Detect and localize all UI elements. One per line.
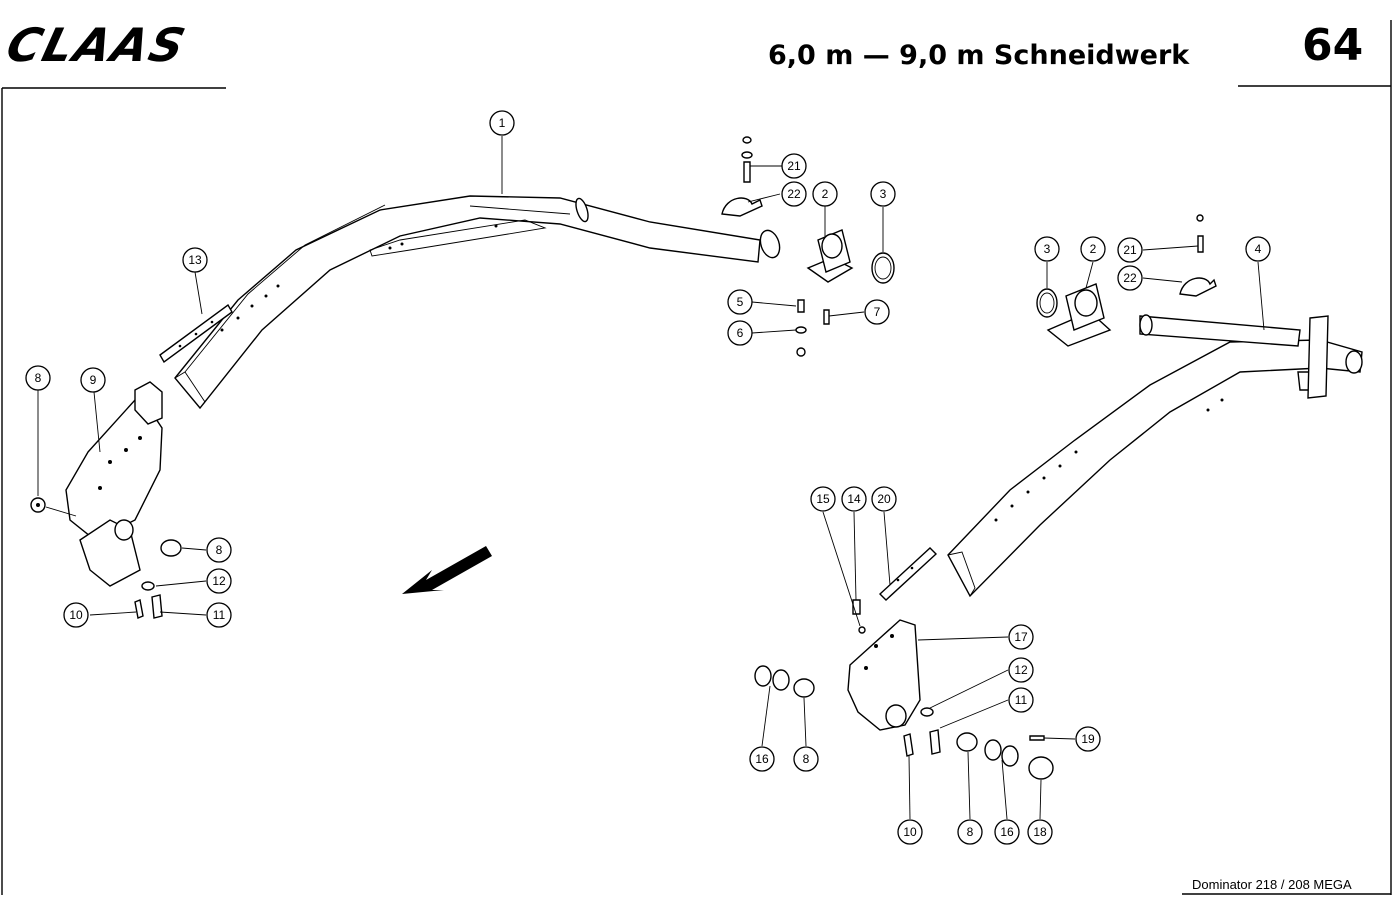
- svg-text:5: 5: [737, 295, 744, 309]
- callout-3: 3: [1034, 236, 1060, 262]
- svg-text:8: 8: [967, 825, 974, 839]
- callout-13: 13: [182, 247, 208, 273]
- callout-2: 2: [812, 181, 838, 207]
- bushings-rings: [754, 665, 1054, 780]
- page-number: 64: [1302, 20, 1364, 71]
- callout-12: 12: [206, 568, 232, 594]
- svg-text:16: 16: [755, 752, 769, 766]
- svg-text:21: 21: [787, 159, 801, 173]
- callout-9: 9: [80, 367, 106, 393]
- svg-text:9: 9: [90, 373, 97, 387]
- svg-text:11: 11: [1015, 693, 1028, 707]
- svg-text:8: 8: [803, 752, 810, 766]
- callout-8: 8: [206, 537, 232, 563]
- callout-11: 11: [206, 602, 232, 628]
- callout-21: 21: [1117, 237, 1143, 263]
- svg-text:3: 3: [880, 187, 887, 201]
- callout-5: 5: [727, 289, 753, 315]
- callout-19: 19: [1075, 726, 1101, 752]
- svg-text:10: 10: [903, 825, 917, 839]
- clamp-group-left: [721, 136, 763, 217]
- callout-15: 15: [810, 486, 836, 512]
- right-frame-arm: [947, 314, 1363, 598]
- callout-7: 7: [864, 299, 890, 325]
- svg-text:7: 7: [874, 305, 881, 319]
- callout-10: 10: [63, 602, 89, 628]
- left-small-parts: [30, 497, 182, 619]
- svg-text:20: 20: [877, 492, 891, 506]
- left-bracket-9: [65, 381, 163, 587]
- callout-16: 16: [994, 819, 1020, 845]
- svg-text:2: 2: [1090, 242, 1097, 256]
- callout-14: 14: [841, 486, 867, 512]
- callout-6: 6: [727, 320, 753, 346]
- svg-text:12: 12: [1014, 663, 1028, 677]
- callout-4: 4: [1245, 236, 1271, 262]
- svg-text:3: 3: [1044, 242, 1051, 256]
- callout-17: 17: [1008, 624, 1034, 650]
- strip-plate-20: [852, 547, 938, 634]
- svg-text:6: 6: [737, 326, 744, 340]
- svg-text:10: 10: [69, 608, 83, 622]
- svg-text:18: 18: [1033, 825, 1047, 839]
- svg-text:2: 2: [822, 187, 829, 201]
- callout-8: 8: [25, 365, 51, 391]
- right-bracket-17: [847, 619, 941, 757]
- callout-12: 12: [1008, 657, 1034, 683]
- svg-text:4: 4: [1255, 242, 1262, 256]
- callout-21: 21: [781, 153, 807, 179]
- svg-text:8: 8: [35, 371, 42, 385]
- callout-1: 1: [489, 110, 515, 136]
- svg-text:16: 16: [1000, 825, 1014, 839]
- svg-text:19: 19: [1081, 732, 1095, 746]
- svg-text:12: 12: [212, 574, 226, 588]
- page-title: 6,0 m — 9,0 m Schneidwerk: [768, 40, 1190, 71]
- callout-22: 22: [1117, 265, 1143, 291]
- bearing-housing-2: [795, 229, 895, 357]
- svg-text:22: 22: [1123, 271, 1137, 285]
- callout-11: 11: [1008, 687, 1034, 713]
- arrow-down-left-icon: [402, 546, 492, 594]
- svg-text:13: 13: [188, 253, 202, 267]
- leader-lines: [37, 136, 1265, 820]
- callout-2: 2: [1080, 236, 1106, 262]
- svg-text:11: 11: [213, 608, 226, 622]
- svg-text:14: 14: [847, 492, 861, 506]
- callout-3: 3: [870, 181, 896, 207]
- callout-20: 20: [871, 486, 897, 512]
- model-label: Dominator 218 / 208 MEGA: [1192, 877, 1352, 892]
- callout-8: 8: [957, 819, 983, 845]
- callout-22: 22: [781, 181, 807, 207]
- callout-18: 18: [1027, 819, 1053, 845]
- svg-text:21: 21: [1123, 243, 1137, 257]
- svg-text:8: 8: [216, 543, 223, 557]
- left-frame-arm: [174, 195, 781, 410]
- svg-text:22: 22: [787, 187, 801, 201]
- svg-text:15: 15: [816, 492, 830, 506]
- strip-plate-13: [159, 303, 233, 364]
- svg-text:17: 17: [1014, 630, 1028, 644]
- frame-lines: [1, 20, 1392, 895]
- callout-8: 8: [793, 746, 819, 772]
- callout-10: 10: [897, 819, 923, 845]
- callout-16: 16: [749, 746, 775, 772]
- svg-text:1: 1: [499, 116, 506, 130]
